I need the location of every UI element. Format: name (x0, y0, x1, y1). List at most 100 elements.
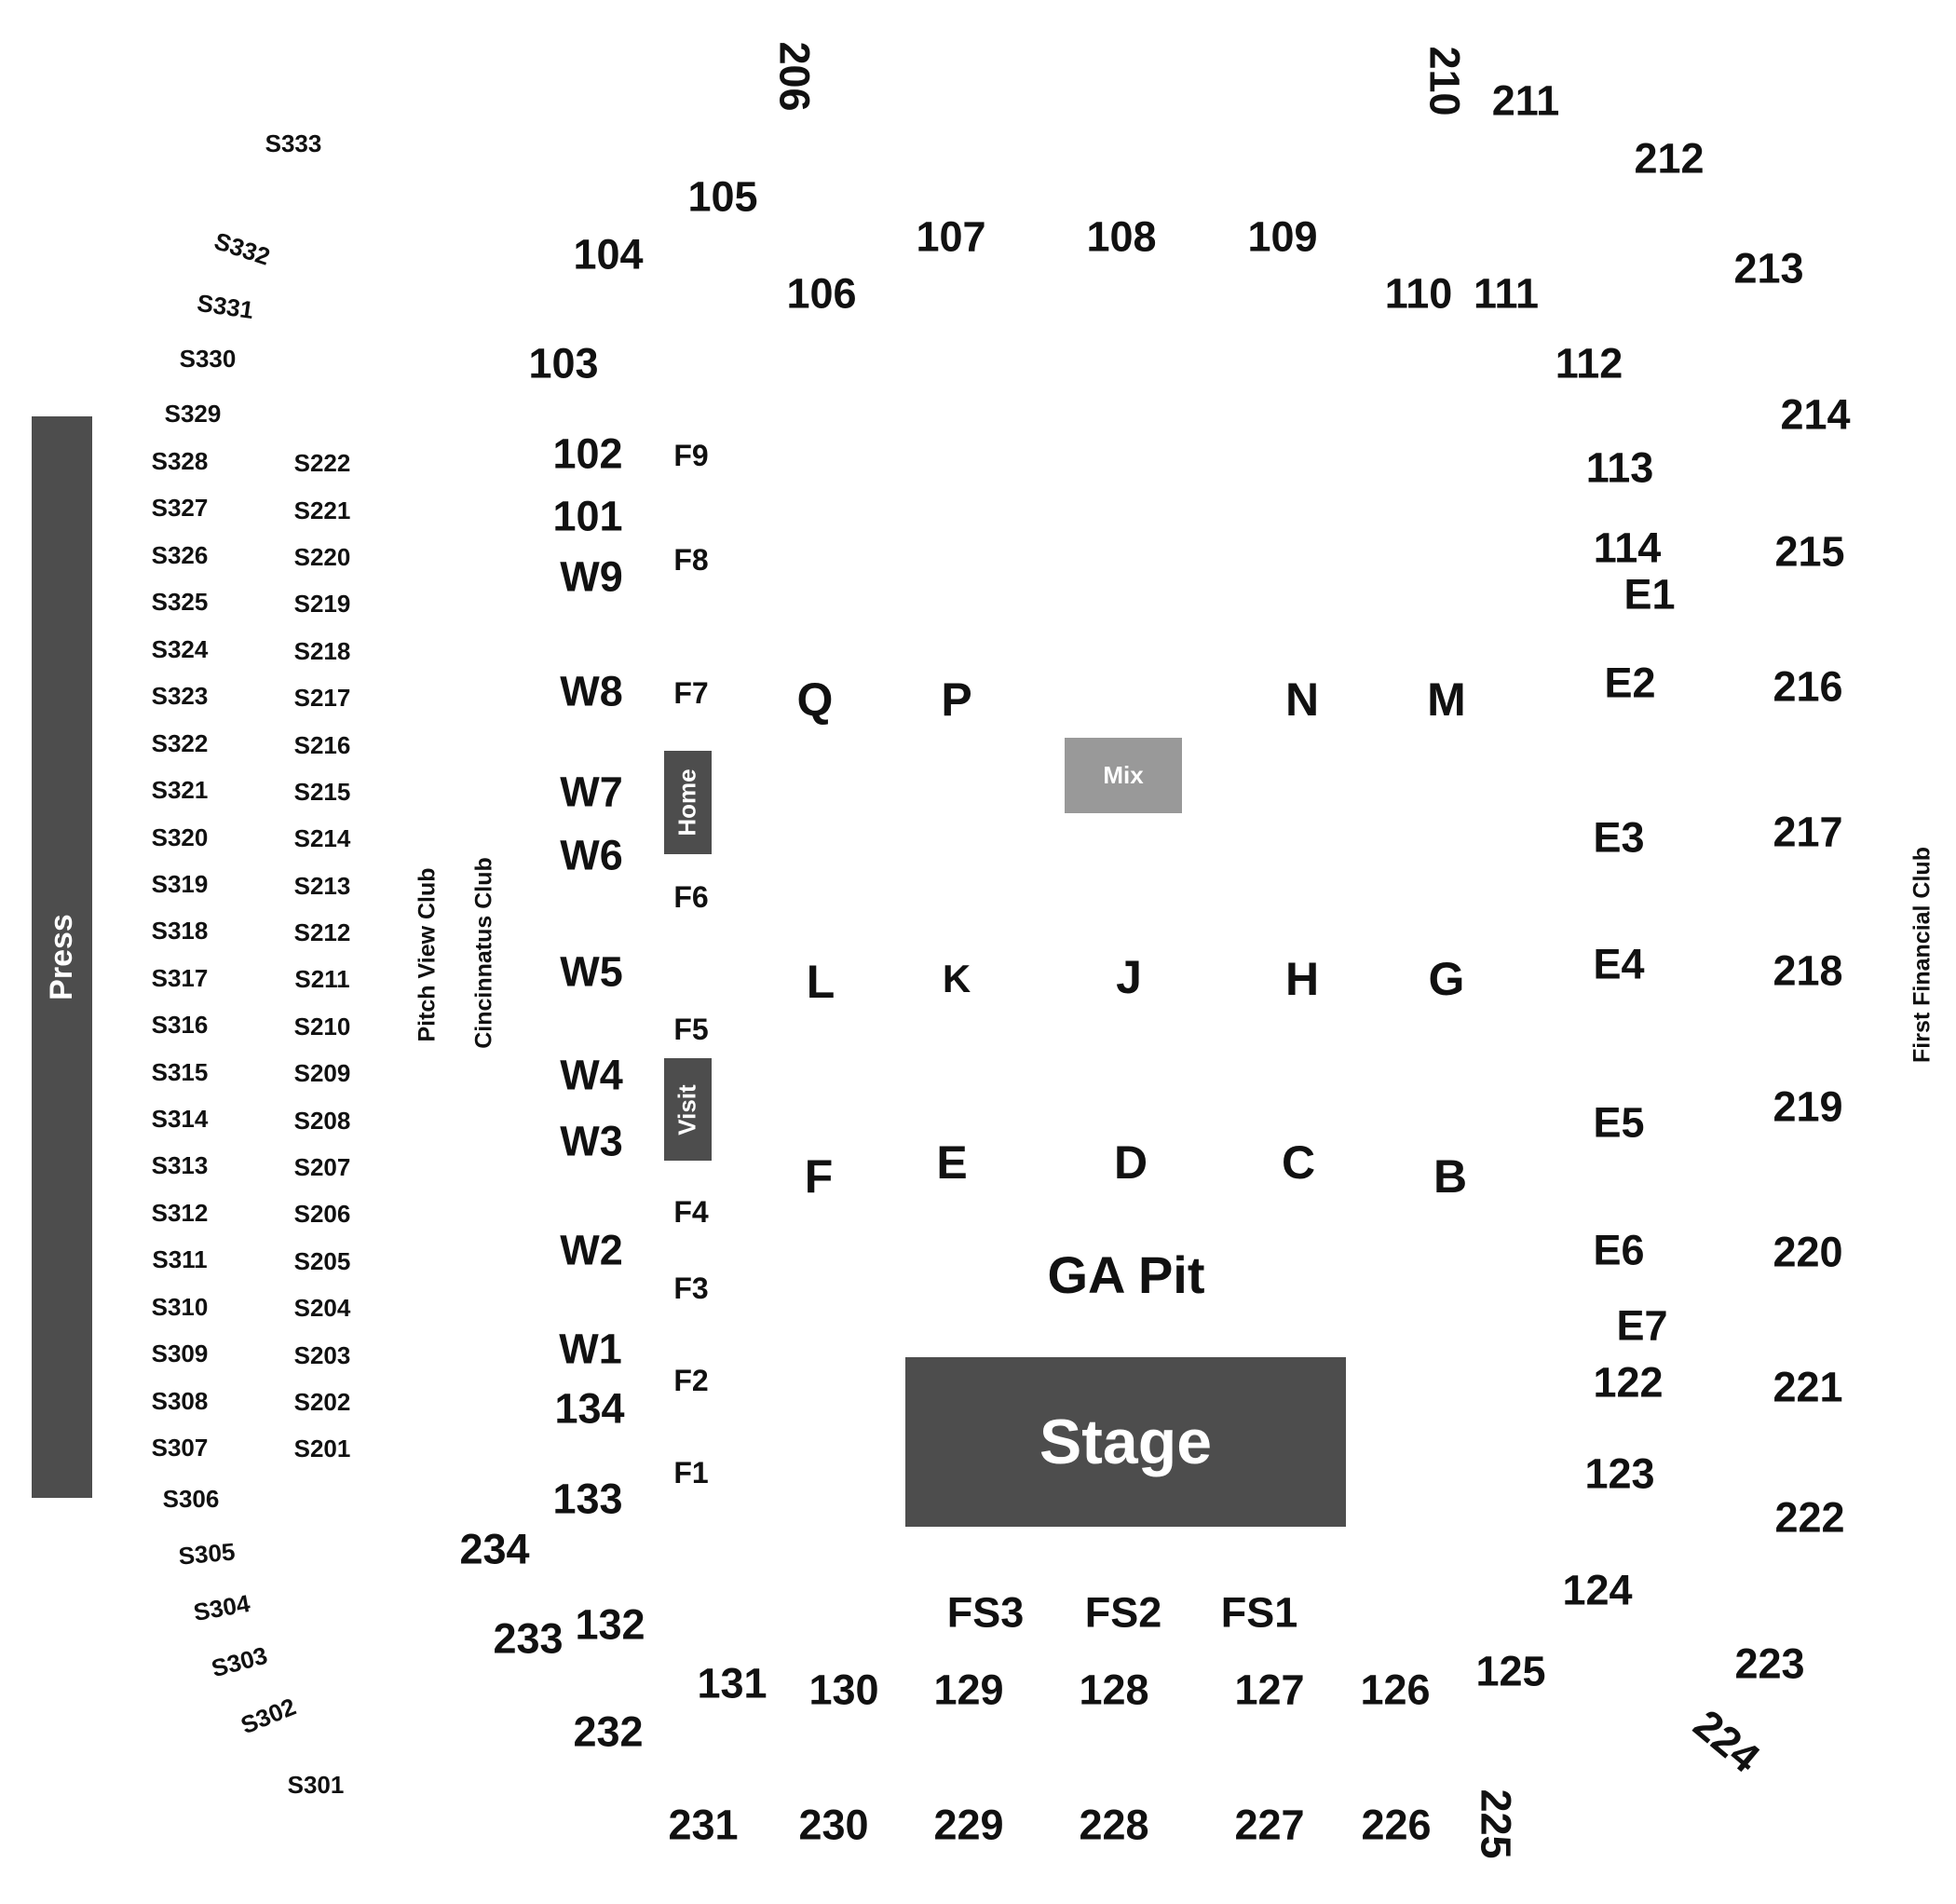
section-label[interactable]: 213 (1733, 244, 1804, 292)
section-label[interactable]: G (1428, 953, 1465, 1005)
section-label[interactable]: 133 (552, 1475, 623, 1523)
section-label[interactable]: S211 (294, 965, 350, 993)
section-label[interactable]: 222 (1774, 1493, 1845, 1542)
section-label[interactable]: S219 (293, 590, 351, 618)
section-label[interactable]: 232 (573, 1707, 644, 1756)
section-label[interactable]: 122 (1593, 1358, 1664, 1407)
section-label[interactable]: S220 (293, 543, 351, 571)
section-label[interactable]: S309 (151, 1340, 209, 1367)
section-label[interactable]: F6 (673, 880, 709, 914)
section-label[interactable]: S331 (195, 288, 256, 325)
section-label[interactable]: S303 (208, 1640, 271, 1683)
section-label[interactable]: S307 (151, 1434, 209, 1462)
pitch-view-club-label[interactable]: Pitch View Club (414, 867, 441, 1042)
section-label[interactable]: 134 (554, 1384, 625, 1433)
section-label[interactable]: 219 (1773, 1082, 1843, 1131)
section-label[interactable]: 225 (1472, 1788, 1520, 1859)
section-label[interactable]: S222 (293, 449, 351, 477)
section-label[interactable]: S202 (293, 1388, 351, 1416)
section-label[interactable]: S317 (151, 964, 209, 992)
section-label[interactable]: 227 (1234, 1801, 1305, 1849)
section-label[interactable]: N (1284, 673, 1320, 726)
section-label[interactable]: 111 (1473, 269, 1540, 318)
section-label[interactable]: S215 (293, 778, 351, 806)
section-label[interactable]: 132 (575, 1600, 645, 1649)
section-label[interactable]: S221 (293, 496, 351, 524)
mix-position[interactable]: Mix (1065, 738, 1182, 813)
section-label[interactable]: 216 (1773, 662, 1843, 711)
section-label[interactable]: 128 (1079, 1666, 1149, 1714)
section-label[interactable]: E3 (1593, 813, 1645, 862)
section-label[interactable]: S203 (293, 1341, 351, 1369)
section-label[interactable]: S217 (293, 684, 351, 712)
section-label[interactable]: FS1 (1220, 1588, 1298, 1637)
section-label[interactable]: 210 (1420, 46, 1469, 116)
section-label[interactable]: 107 (916, 212, 986, 261)
section-label[interactable]: F4 (673, 1195, 709, 1229)
section-label[interactable]: 106 (786, 269, 857, 318)
section-label[interactable]: 123 (1584, 1449, 1655, 1498)
section-label[interactable]: S326 (151, 541, 209, 569)
section-label[interactable]: 229 (933, 1801, 1004, 1849)
section-label[interactable]: E2 (1604, 659, 1656, 707)
section-label[interactable]: S328 (151, 447, 209, 475)
section-label[interactable]: S322 (151, 729, 209, 757)
ga-pit-label[interactable]: GA Pit (1047, 1245, 1205, 1304)
press-area[interactable]: Press (32, 416, 92, 1498)
section-label[interactable]: 214 (1780, 390, 1851, 439)
section-label[interactable]: 228 (1079, 1801, 1149, 1849)
section-label[interactable]: S205 (293, 1247, 351, 1275)
section-label[interactable]: 131 (697, 1659, 767, 1707)
section-label[interactable]: 112 (1555, 339, 1623, 388)
section-label[interactable]: S302 (237, 1692, 300, 1740)
section-label[interactable]: W9 (560, 552, 623, 601)
section-label[interactable]: S318 (151, 917, 209, 945)
section-label[interactable]: W5 (560, 947, 623, 996)
section-label[interactable]: 108 (1086, 212, 1157, 261)
section-label[interactable]: S315 (151, 1058, 209, 1086)
section-label[interactable]: S306 (162, 1485, 220, 1513)
section-label[interactable]: 103 (528, 339, 599, 388)
section-label[interactable]: FS2 (1084, 1588, 1162, 1637)
section-label[interactable]: 101 (552, 492, 623, 540)
section-label[interactable]: S325 (151, 588, 209, 616)
section-label[interactable]: 215 (1774, 527, 1845, 576)
section-label[interactable]: W2 (560, 1226, 623, 1274)
section-label[interactable]: J (1116, 951, 1142, 1003)
section-label[interactable]: 105 (687, 172, 758, 221)
section-label[interactable]: E5 (1593, 1098, 1645, 1147)
section-label[interactable]: S305 (177, 1537, 237, 1571)
section-label[interactable]: S313 (151, 1151, 209, 1179)
section-label[interactable]: W3 (560, 1117, 623, 1165)
section-label[interactable]: 234 (459, 1525, 530, 1573)
section-label[interactable]: 212 (1634, 134, 1705, 183)
section-label[interactable]: 104 (573, 230, 644, 279)
section-label[interactable]: H (1284, 953, 1320, 1005)
section-label[interactable]: S209 (293, 1059, 351, 1087)
section-label[interactable]: 230 (798, 1801, 869, 1849)
section-label[interactable]: W6 (560, 831, 623, 879)
section-label[interactable]: S319 (151, 870, 209, 898)
section-label[interactable]: S329 (164, 400, 222, 428)
section-label[interactable]: FS3 (946, 1588, 1025, 1637)
section-label[interactable]: 110 (1384, 269, 1453, 318)
section-label[interactable]: 206 (770, 41, 819, 112)
section-label[interactable]: S301 (287, 1771, 345, 1799)
section-label[interactable]: E6 (1593, 1226, 1645, 1274)
section-label[interactable]: S206 (293, 1200, 351, 1228)
section-label[interactable]: C (1281, 1136, 1316, 1189)
section-label[interactable]: S330 (179, 345, 237, 373)
visit-bench[interactable]: Visit (664, 1058, 712, 1161)
section-label[interactable]: S204 (293, 1294, 351, 1322)
section-label[interactable]: S310 (151, 1293, 209, 1321)
section-label[interactable]: S214 (293, 824, 351, 852)
section-label[interactable]: 217 (1773, 808, 1843, 856)
section-label[interactable]: E (936, 1136, 968, 1189)
section-label[interactable]: B (1433, 1150, 1468, 1203)
section-label[interactable]: F7 (673, 676, 709, 710)
section-label[interactable]: S312 (151, 1199, 209, 1227)
section-label[interactable]: S210 (293, 1013, 351, 1040)
section-label[interactable]: S304 (191, 1588, 252, 1627)
section-label[interactable]: 231 (668, 1801, 739, 1849)
stage[interactable]: Stage (905, 1357, 1346, 1527)
